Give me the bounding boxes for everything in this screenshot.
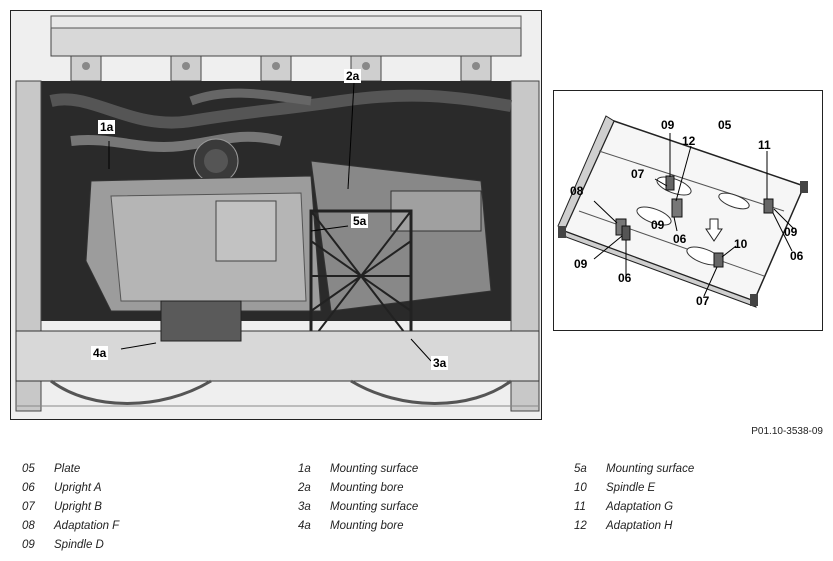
legend-number: 12 xyxy=(574,520,587,532)
detail-callout-09-right: 09 xyxy=(784,225,798,239)
callout-5a: 5a xyxy=(351,214,369,228)
legend-text: Spindle E xyxy=(606,482,656,494)
legend-item: 10 Spindle E xyxy=(574,479,694,498)
legend-text: Mounting bore xyxy=(330,520,404,532)
legend-number: 1a xyxy=(298,463,311,475)
detail-callout-12: 12 xyxy=(682,134,696,148)
legend-item: 09 Spindle D xyxy=(22,536,119,555)
legend-item: 1a Mounting surface xyxy=(298,460,418,479)
legend-text: Upright A xyxy=(54,482,102,494)
legend-number: 08 xyxy=(22,520,35,532)
legend-number: 10 xyxy=(574,482,587,494)
legend-number: 5a xyxy=(574,463,587,475)
legend-text: Mounting bore xyxy=(330,482,404,494)
detail-callout-11: 11 xyxy=(758,138,771,152)
detail-callout-07-lower: 07 xyxy=(696,294,710,308)
legend-text: Adaptation F xyxy=(54,520,120,532)
engine-illustration: 1a 2a 5a 4a 3a xyxy=(10,10,542,420)
callout-3a: 3a xyxy=(431,356,449,370)
legend-number: 4a xyxy=(298,520,311,532)
legend-number: 07 xyxy=(22,501,35,513)
legend-item: 12 Adaptation H xyxy=(574,517,694,536)
detail-callout-10: 10 xyxy=(734,237,748,251)
detail-callout-09-left: 09 xyxy=(574,257,588,271)
legend-text: Mounting surface xyxy=(606,463,695,475)
legend-number: 09 xyxy=(22,539,35,551)
legend-item: 11 Adaptation G xyxy=(574,498,694,517)
figure-code: P01.10-3538-09 xyxy=(751,426,823,437)
legend-number: 2a xyxy=(298,482,311,494)
tool-drawing xyxy=(557,115,808,308)
legend-item: 3a Mounting surface xyxy=(298,498,418,517)
callout-4a: 4a xyxy=(91,346,109,360)
legend-text: Mounting surface xyxy=(330,501,419,513)
legend-column-1: 05 Plate 06 Upright A 07 Upright B 08 Adapta… xyxy=(22,460,119,555)
legend-item: 05 Plate xyxy=(22,460,119,479)
legend-number: 06 xyxy=(22,482,35,494)
detail-callout-05: 05 xyxy=(718,118,732,132)
legend-number: 11 xyxy=(574,501,586,513)
legend-item: 07 Upright B xyxy=(22,498,119,517)
legend-item: 08 Adaptation F xyxy=(22,517,119,536)
legend-item: 2a Mounting bore xyxy=(298,479,418,498)
detail-callout-07-upper: 07 xyxy=(631,167,645,181)
detail-callout-06-right: 06 xyxy=(790,249,804,263)
legend-text: Upright B xyxy=(54,501,102,513)
tool-detail-illustration: 09 12 05 11 07 08 09 06 09 10 09 06 07 0… xyxy=(553,90,823,331)
callout-2a: 2a xyxy=(344,69,362,83)
legend-number: 05 xyxy=(22,463,35,475)
engine-drawing xyxy=(15,15,540,412)
detail-callout-06-left: 06 xyxy=(618,271,632,285)
detail-callout-09-center: 09 xyxy=(651,218,665,232)
legend-text: Adaptation H xyxy=(606,520,673,532)
detail-callout-09-top: 09 xyxy=(661,118,675,132)
legend-item: 4a Mounting bore xyxy=(298,517,418,536)
legend-text: Adaptation G xyxy=(606,501,674,513)
legend-item: 5a Mounting surface xyxy=(574,460,694,479)
detail-callout-06-center: 06 xyxy=(673,232,687,246)
legend-item: 06 Upright A xyxy=(22,479,119,498)
legend-text: Plate xyxy=(54,463,81,475)
legend-text: Mounting surface xyxy=(330,463,419,475)
callout-1a: 1a xyxy=(98,120,116,134)
legend-number: 3a xyxy=(298,501,311,513)
detail-callout-08: 08 xyxy=(570,184,584,198)
legend-text: Spindle D xyxy=(54,539,104,551)
